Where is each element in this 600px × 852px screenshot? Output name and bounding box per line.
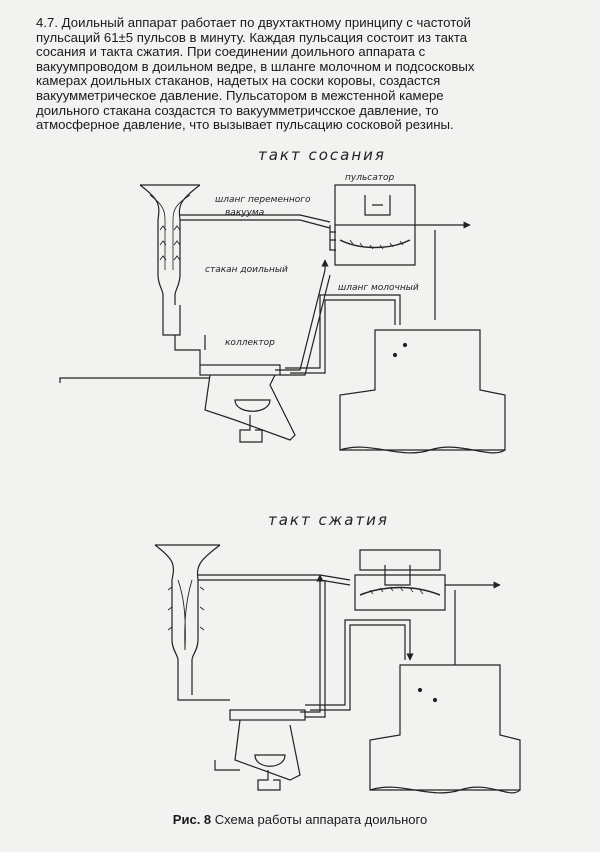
pulsator-bottom xyxy=(354,549,501,665)
paragraph-line: атмосферное давление, что вызывает пульс… xyxy=(36,117,454,133)
collector-top xyxy=(199,364,281,376)
paragraph-line: 4.7. Доильный аппарат работает по двухта… xyxy=(36,15,471,30)
label-pulsator: пульсатор xyxy=(345,173,394,183)
collector-cup-top xyxy=(234,399,271,412)
diagram-bottom-title: такт сжатия xyxy=(268,511,389,529)
diagram-compression-stroke: такт сжатия xyxy=(154,511,521,794)
pulsator-top xyxy=(329,184,471,320)
figure-caption-text: Схема работы аппарата доильного xyxy=(214,812,428,827)
paragraph-line: вакуумметрическое давление. Пульсатором … xyxy=(36,87,444,103)
label-variable-vacuum-hose: шланг переменного xyxy=(215,195,311,205)
label-milk-hose: шланг молочный xyxy=(338,283,419,293)
teat-cup-top xyxy=(139,184,201,336)
paragraph-line: сосания и такта сжатия. При соединении д… xyxy=(36,44,426,60)
teat-cup-bottom xyxy=(154,544,221,680)
paragraph-line: доильного стакана создастся то вакууммет… xyxy=(36,102,439,118)
collector-body-top xyxy=(204,374,296,441)
milk-bucket-top xyxy=(339,329,506,454)
label-variable-vacuum-hose-2: вакуума xyxy=(225,208,264,218)
variable-vacuum-hose-top xyxy=(180,214,331,223)
paragraph-line: камерах доильных стаканов, надетых на со… xyxy=(36,73,441,89)
diagram-top-title: такт сосания xyxy=(258,146,386,164)
milk-bucket-bottom xyxy=(369,664,521,794)
figure-caption: Рис. 8 Схема работы аппарата доильного xyxy=(0,812,600,827)
collector-bottom xyxy=(229,709,306,721)
paragraph-line: пульсаций 61±5 пульсов в минуту. Каждая … xyxy=(36,29,468,45)
intro-paragraph: 4.7. Доильный аппарат работает по двухта… xyxy=(36,15,536,133)
diagram-suction-stroke: такт сосания xyxy=(59,146,506,454)
paragraph-line: вакуумпроводом в доильном ведре, в шланг… xyxy=(36,58,475,74)
milk-hose-top xyxy=(285,294,401,369)
label-collector: коллектор xyxy=(225,338,275,348)
label-teat-cup: стакан доильный xyxy=(205,265,288,275)
figure-number: Рис. 8 xyxy=(172,812,212,827)
